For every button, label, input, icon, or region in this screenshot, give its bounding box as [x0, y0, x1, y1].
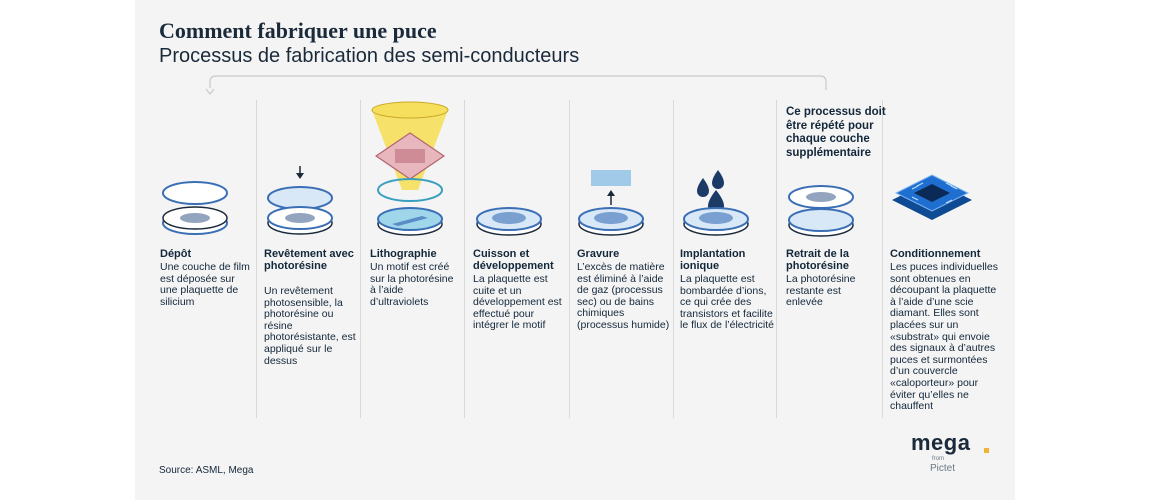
step-description: Un revêtement photosensible, la photorés… [264, 285, 356, 367]
step-depot: Dépôt Une couche de film est déposée sur… [160, 100, 257, 418]
step-retrait: Ce processus doit être répété pour chaqu… [786, 100, 886, 418]
mega-logo: mega [911, 430, 971, 455]
step-cuisson: Cuisson et développement La plaquette es… [473, 100, 570, 418]
step-revetement: Revêtement avec photorésine Un revêtemen… [264, 100, 361, 418]
source-note: Source: ASML, Mega [159, 465, 254, 476]
step-name: Implantation ionique [680, 248, 746, 272]
photoresist-removal-illustration [788, 185, 854, 237]
step-implantation: Implantation ionique La plaquette est bo… [680, 100, 777, 418]
photoresist-coating-illustration [267, 166, 333, 235]
step-description: L’excès de matière est éliminé à l’aide … [577, 261, 670, 331]
ion-implantation-illustration [683, 170, 749, 236]
wafer-deposit-illustration [162, 181, 228, 235]
infographic-subtitle: Processus de fabrication des semi-conduc… [159, 45, 580, 67]
step-conditionnement: Conditionnement Les puces individuelles … [890, 100, 1010, 418]
step-description: La plaquette est cuite et un développeme… [473, 273, 562, 332]
step-name: Lithographie [370, 248, 437, 260]
step-gravure: Gravure L’excès de matière est éliminé à… [577, 100, 674, 418]
step-lithographie: Lithographie Un motif est créé sur la ph… [370, 100, 465, 418]
step-name: Conditionnement [890, 248, 981, 260]
step-description: Une couche de film est déposée sur une p… [160, 261, 250, 308]
repeat-loop-arrow [205, 75, 827, 95]
chip-package-illustration [892, 174, 972, 220]
step-name: Retrait de la photorésine [786, 248, 849, 272]
step-name: Revêtement avec photorésine [264, 248, 354, 272]
infographic-title: Comment fabriquer une puce [159, 18, 437, 43]
infographic-panel: Comment fabriquer une puce Processus de … [135, 0, 1015, 500]
logo-from-text: from [932, 456, 944, 462]
etching-illustration [578, 170, 644, 236]
step-name: Gravure [577, 248, 620, 260]
lithography-illustration [371, 101, 449, 236]
repeat-note: Ce processus doit être répété pour chaqu… [786, 106, 886, 159]
logo-dot [984, 448, 989, 453]
step-description: La plaquette est bombardée d’ions, ce qu… [680, 273, 774, 332]
step-name: Cuisson et développement [473, 248, 554, 272]
logo-pictet-text: Pictet [930, 463, 956, 474]
step-description: Les puces individuelles sont obtenues en… [890, 261, 998, 413]
baking-development-illustration [476, 207, 542, 236]
step-description: La photorésine restante est enlevée [786, 273, 856, 309]
step-name: Dépôt [160, 248, 192, 260]
step-description: Un motif est créé sur la photorésine à l… [370, 261, 454, 308]
